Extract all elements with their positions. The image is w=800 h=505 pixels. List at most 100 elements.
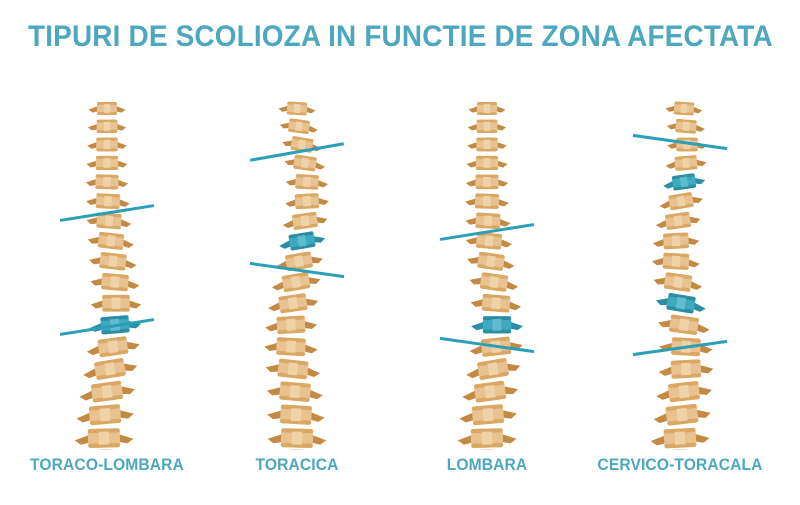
vertebra-endplate-inferior [96, 148, 118, 152]
vertebra [665, 101, 703, 116]
vertebra-endplate-superior [96, 119, 118, 123]
vertebra-endplate-superior [276, 337, 306, 343]
vertebra-body-highlight [300, 157, 310, 169]
vertebra [470, 293, 522, 313]
vertebra-endplate-superior [477, 102, 497, 105]
vertebra-endplate-superior [665, 211, 690, 219]
vertebra [658, 359, 714, 379]
vertebra [271, 272, 321, 293]
vertebra-endplate-superior [102, 272, 129, 279]
vertebra-body-highlight [286, 318, 296, 331]
vertebra [86, 212, 132, 230]
vertebra-body-highlight [303, 176, 311, 188]
vertebra-process-right [692, 302, 706, 312]
vertebra-process-right [510, 321, 523, 331]
vertebra-process-left [88, 106, 98, 113]
vertebra-body-highlight [481, 431, 493, 445]
vertebra-endplate-inferior [475, 394, 507, 403]
spine-label-lombara: LOMBARA [446, 455, 528, 474]
vertebra [665, 155, 707, 171]
vertebra-endplate-inferior [99, 349, 129, 358]
vertebra-process-left [467, 123, 478, 131]
vertebra-process-right [317, 179, 329, 188]
vertebra-endplate-superior [96, 137, 118, 141]
vertebra-endplate-inferior [276, 350, 306, 357]
vertebra-process-left [268, 302, 281, 312]
vertebra-endplate-superior [292, 211, 317, 219]
vertebra-endplate-inferior [671, 373, 702, 379]
vertebra-body-highlight [302, 195, 312, 207]
vertebra-process-right [696, 409, 711, 418]
vertebra-endplate-inferior [476, 130, 498, 133]
vertebra [659, 337, 713, 357]
vertebra-process-left [87, 123, 98, 131]
vertebra-process-left [90, 300, 104, 309]
vertebra-body-highlight [678, 318, 690, 332]
vertebra-process-left [665, 161, 677, 169]
vertebra-endplate-superior [475, 174, 499, 178]
vertebra-process-right [308, 389, 323, 400]
vertebra-endplate-superior [665, 272, 693, 280]
vertebra-process-left [652, 238, 665, 247]
vertebra-body-highlight [287, 296, 299, 310]
vertebra-body-highlight [103, 158, 111, 168]
vertebra-process-right [689, 280, 703, 290]
vertebra-process-right [123, 363, 138, 371]
vertebra-endplate-inferior [280, 306, 308, 314]
vertebra-body-highlight [103, 121, 111, 131]
vertebra-endplate-inferior [675, 129, 696, 134]
vertebra-process-left [462, 390, 477, 401]
vertebra [89, 252, 137, 271]
vertebra-process-right [695, 159, 707, 167]
vertebra-body-highlight [101, 384, 113, 399]
vertebra [88, 102, 126, 115]
vertebra-process-right [120, 386, 135, 395]
spine-diagram-lombara [439, 102, 535, 450]
vertebra-endplate-inferior [295, 204, 320, 210]
vertebra-endplate-inferior [673, 184, 697, 191]
vertebra-process-left [285, 178, 297, 186]
vertebra-process-left [87, 236, 100, 244]
vertebra-endplate-inferior [95, 204, 120, 210]
vertebra-endplate-superior [663, 427, 696, 434]
vertebra-process-right [305, 106, 316, 114]
vertebra-endplate-inferior [102, 307, 130, 312]
measurement-line [59, 204, 155, 222]
vertebra-endplate-superior [88, 404, 120, 411]
vertebra-endplate-inferior [295, 185, 319, 190]
spine-panel-toracica: TORACICA [197, 80, 397, 500]
vertebra-body-highlight [483, 158, 491, 168]
vertebra-highlighted [279, 231, 326, 251]
vertebra-process-left [470, 299, 484, 307]
vertebra-body-highlight [103, 195, 113, 207]
vertebra-endplate-superior [476, 137, 498, 141]
vertebra-process-right [497, 179, 509, 187]
vertebra [467, 119, 507, 133]
vertebra-highlighted [471, 316, 523, 334]
vertebra [76, 404, 134, 426]
vertebra-endplate-superior [90, 380, 122, 389]
vertebra-endplate-superior [473, 380, 505, 389]
vertebra-endplate-inferior [475, 224, 500, 230]
vertebra-endplate-inferior [676, 148, 698, 152]
vertebra-process-left [653, 412, 668, 424]
vertebra [457, 428, 517, 448]
vertebra [469, 272, 519, 292]
vertebra-process-left [466, 160, 477, 168]
vertebra-body-highlight [484, 384, 496, 399]
vertebra-process-left [653, 277, 667, 285]
vertebra-body-highlight [300, 215, 310, 227]
vertebra-endplate-superior [281, 272, 309, 280]
vertebra-process-left [86, 345, 101, 356]
vertebra-endplate-inferior [97, 112, 117, 115]
vertebra-endplate-inferior [287, 128, 309, 135]
vertebra [86, 336, 140, 358]
vertebra-endplate-inferior [481, 306, 510, 313]
vertebra-endplate-superior [100, 315, 129, 322]
vertebra-body-highlight [290, 275, 302, 289]
vertebra [86, 155, 128, 171]
spine-label-toraco-lombara: TORACO-LOMBARA [30, 455, 184, 474]
vertebra-highlighted [655, 293, 706, 314]
vertebra-body-highlight [103, 139, 111, 150]
vertebra-process-left [79, 390, 94, 401]
